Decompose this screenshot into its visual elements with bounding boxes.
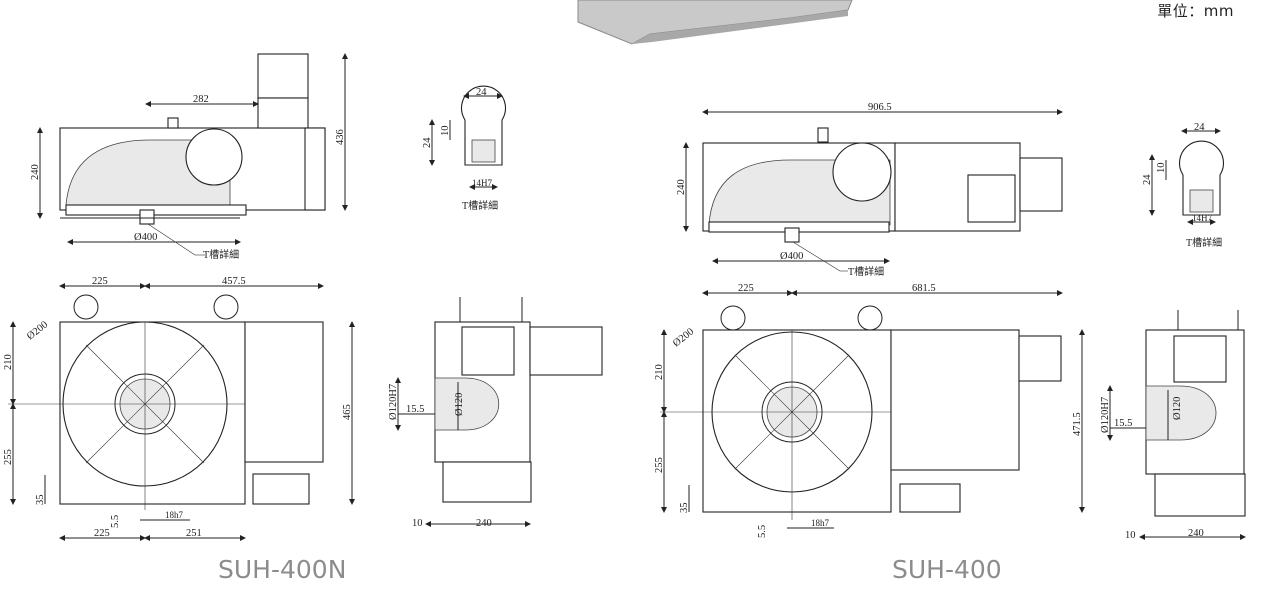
- dim-phi120h7-right: Ø120H7: [1100, 397, 1111, 433]
- unit-label: 單位：mm: [1157, 2, 1234, 20]
- dim-436: 436: [335, 129, 346, 145]
- dim-24-d: 24: [1142, 174, 1153, 185]
- suh400n-side-view: Ø120H7 Ø120 15.5 10 240: [388, 297, 603, 529]
- dim-24-a: 24: [476, 87, 487, 98]
- suh400-top-view: 906.5 240 Ø400 T槽詳細: [676, 102, 1063, 278]
- dim-15-5-left: 15.5: [406, 404, 424, 415]
- suh400n-front-view: 225 457.5 Ø200 210 255 35 465 5.5 18h7 2…: [3, 276, 355, 541]
- dim-10-a: 10: [440, 126, 451, 137]
- dim-5-5-left: 5.5: [110, 515, 121, 528]
- dim-35-left: 35: [35, 495, 46, 506]
- dim-phi400-right: Ø400: [780, 251, 803, 262]
- dim-225-right: 225: [738, 283, 754, 294]
- t-slot-label-left: T槽詳細: [203, 248, 239, 261]
- dim-14h7-b: 14H7: [1192, 213, 1212, 223]
- suh400-side-view: Ø120H7 Ø120 15.5 10 240: [1100, 310, 1246, 541]
- t-slot-label-right: T槽詳細: [848, 265, 884, 278]
- dim-10-side-right: 10: [1125, 530, 1136, 541]
- dim-240: 240: [30, 164, 41, 180]
- dim-255-left: 255: [3, 449, 14, 465]
- dim-240-side-left: 240: [476, 518, 492, 529]
- dim-phi120-left: Ø120: [454, 393, 465, 416]
- dim-906-5: 906.5: [868, 102, 892, 113]
- dim-phi200-right: Ø200: [671, 326, 696, 349]
- dim-251: 251: [186, 528, 202, 539]
- dim-210-left: 210: [3, 354, 14, 370]
- t-slot-title-left: T槽詳細: [462, 199, 498, 212]
- dim-240-right: 240: [676, 179, 687, 195]
- dim-210-right: 210: [654, 364, 665, 380]
- dim-10-side-left: 10: [412, 518, 423, 529]
- dim-35-right: 35: [679, 503, 690, 514]
- dim-15-5-right: 15.5: [1114, 418, 1132, 429]
- dim-phi400: Ø400: [134, 232, 157, 243]
- product-photo-fragment: [577, 0, 853, 45]
- tslot-detail-right: 24 24 10 14H7 T槽詳細: [1142, 122, 1225, 249]
- dim-phi120-right: Ø120: [1172, 397, 1183, 420]
- dim-225-bottom: 225: [94, 528, 110, 539]
- tslot-detail-left: 24 24 10 14H7 T槽詳細: [422, 85, 507, 212]
- t-slot-title-right: T槽詳細: [1186, 236, 1222, 249]
- model-label-suh400n: SUH-400N: [218, 555, 347, 584]
- dim-681-5: 681.5: [912, 283, 936, 294]
- dim-471-5: 471.5: [1072, 412, 1083, 436]
- dim-phi120h7-left: Ø120H7: [388, 384, 399, 420]
- model-label-suh400: SUH-400: [892, 555, 1002, 584]
- dim-457-5: 457.5: [222, 276, 246, 287]
- dim-24-c: 24: [1194, 122, 1205, 133]
- dim-240-side-right: 240: [1188, 528, 1204, 539]
- dim-282: 282: [193, 94, 209, 105]
- dim-10-b: 10: [1156, 163, 1167, 174]
- dim-255-right: 255: [654, 457, 665, 473]
- dim-18h7-right: 18h7: [811, 518, 830, 528]
- dim-5-5-right: 5.5: [757, 525, 768, 538]
- dim-phi200-left: Ø200: [25, 319, 50, 342]
- suh400-front-view: 225 681.5 Ø200 210 255 35 471.5 5.5 18h7: [654, 283, 1085, 538]
- dim-225-top: 225: [92, 276, 108, 287]
- suh400n-top-view: 282 436 240 Ø400 T槽詳細: [30, 53, 348, 261]
- dim-18h7-left: 18h7: [165, 510, 184, 520]
- dim-24-b: 24: [422, 137, 433, 148]
- dim-465: 465: [342, 404, 353, 420]
- dim-14h7-a: 14H7: [472, 178, 492, 188]
